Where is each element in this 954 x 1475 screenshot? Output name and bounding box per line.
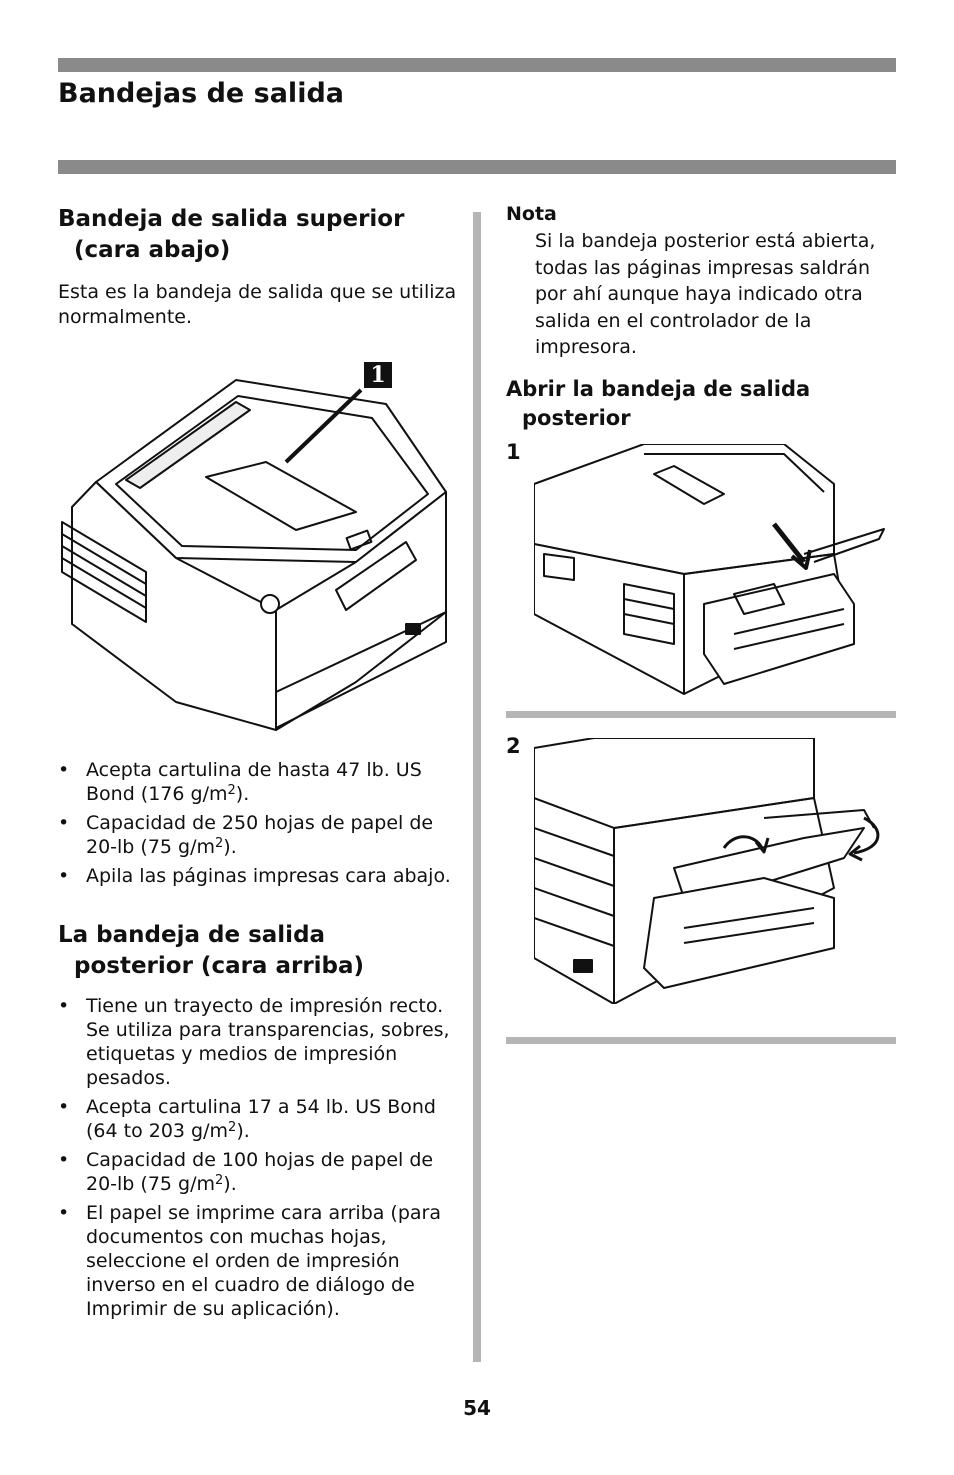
heading-line-1: La bandeja de salida <box>58 922 326 948</box>
list-item: Capacidad de 250 hojas de papel de 20-lb… <box>58 811 458 859</box>
heading-line-1: Bandeja de salida superior <box>58 206 405 232</box>
open-rear-tray-heading: Abrir la bandeja de salida posterior <box>506 375 896 433</box>
list-item: El papel se imprime cara arriba (para do… <box>58 1201 458 1321</box>
heading-line-2: (cara abajo) <box>74 237 231 263</box>
list-item: Capacidad de 100 hojas de papel de 20-lb… <box>58 1148 458 1196</box>
step-divider-1 <box>506 711 896 718</box>
step-number-1: 1 <box>506 440 521 464</box>
rear-tray-bullet-list: Tiene un trayecto de impresión recto. Se… <box>58 994 458 1326</box>
heading-line-1: Abrir la bandeja de salida <box>506 376 811 401</box>
right-column: Nota Si la bandeja posterior está abiert… <box>506 200 896 433</box>
printer-top-illustration <box>61 379 447 731</box>
list-item: Tiene un trayecto de impresión recto. Se… <box>58 994 458 1090</box>
list-item: Acepta cartulina de hasta 47 lb. US Bond… <box>58 758 458 806</box>
page-title: Bandejas de salida <box>58 78 344 109</box>
heading-line-2: posterior (cara arriba) <box>74 953 365 979</box>
note-text: Si la bandeja posterior está abierta, to… <box>535 230 876 358</box>
left-column: Bandeja de salida superior (cara abajo) … <box>58 200 458 330</box>
section-heading-rear-tray: La bandeja de salida posterior (cara arr… <box>58 920 458 982</box>
rear-tray-step2-illustration <box>534 738 880 1004</box>
top-tray-bullet-list: Acepta cartulina de hasta 47 lb. US Bond… <box>58 758 458 893</box>
note-label: Nota <box>506 203 557 225</box>
section-heading-top-tray: Bandeja de salida superior (cara abajo) <box>58 204 458 266</box>
header-bar-top <box>58 58 896 72</box>
list-item: Acepta cartulina 17 a 54 lb. US Bond (64… <box>58 1095 458 1143</box>
page-number: 54 <box>463 1396 491 1420</box>
callout-number: 1 <box>370 362 386 388</box>
step-number-2: 2 <box>506 734 521 758</box>
step-divider-2 <box>506 1037 896 1044</box>
callout-box: 1 <box>364 362 392 388</box>
rear-tray-step1-illustration <box>534 444 885 695</box>
heading-line-2: posterior <box>522 405 631 430</box>
header-bar-bottom <box>58 160 896 174</box>
intro-paragraph: Esta es la bandeja de salida que se util… <box>58 281 457 328</box>
column-divider <box>473 212 481 1362</box>
list-item: Apila las páginas impresas cara abajo. <box>58 864 458 888</box>
